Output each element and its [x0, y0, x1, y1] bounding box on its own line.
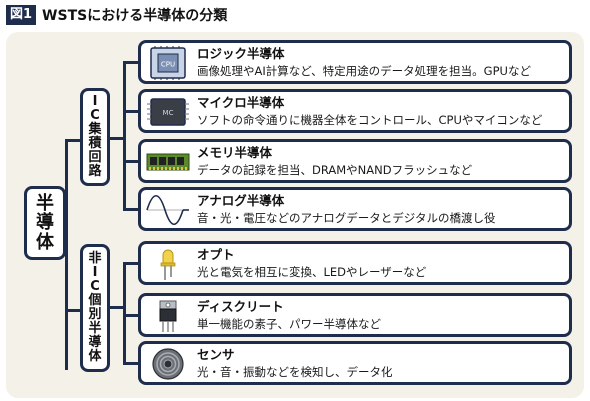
item-memory-desc: データの記録を担当、DRAMやNANDフラッシュなど — [197, 163, 473, 177]
item-sensor-desc: 光・音・振動などを検知し、データ化 — [197, 365, 393, 379]
item-opto-title: オプト — [197, 247, 235, 262]
item-micro-desc: ソフトの命令通りに機器全体をコントロール、CPUやマイコンなど — [197, 113, 543, 127]
root-semiconductor-box: 半導体 — [24, 186, 66, 260]
sensor-coil-icon — [152, 348, 184, 380]
item-discrete-desc: 単一機能の素子、パワー半導体など — [197, 317, 381, 331]
figure-title: WSTSにおける半導体の分類 — [42, 8, 228, 24]
connector-spine-to-nonic — [65, 309, 81, 312]
item-micro: MC マイクロ半導体 ソフトの命令通りに機器全体をコントロール、CPUやマイコン… — [138, 89, 572, 133]
item-opto: オプト 光と電気を相互に変換、LEDやレーザーなど — [138, 241, 572, 285]
connector-nonic-item-1 — [123, 262, 139, 265]
cpu-chip-icon: CPU — [150, 46, 186, 80]
connector-nonic-item-2 — [123, 314, 139, 317]
item-sensor-title: センサ — [197, 347, 235, 362]
item-memory-title: メモリ半導体 — [197, 145, 273, 160]
item-micro-title: マイクロ半導体 — [197, 95, 285, 110]
item-opto-desc: 光と電気を相互に変換、LEDやレーザーなど — [197, 265, 427, 279]
item-logic-desc: 画像処理やAI計算など、特定用途のデータ処理を担当。GPUなど — [197, 64, 531, 78]
led-icon — [160, 249, 176, 280]
item-analog-desc: 音・光・電圧などのアナログデータとデジタルの橋渡し役 — [197, 211, 496, 225]
transistor-icon — [159, 300, 177, 332]
connector-root-spine — [65, 139, 68, 370]
item-analog: アナログ半導体 音・光・電圧などのアナログデータとデジタルの橋渡し役 — [138, 187, 572, 231]
cpu-chip-label: CPU — [161, 61, 175, 69]
item-logic: CPU ロジック半導体 画像処理やAI計算など、特定用途のデータ処理を担当。GP… — [138, 40, 572, 84]
connector-ic-item-1 — [123, 61, 139, 64]
sine-wave-icon — [146, 194, 189, 226]
connector-nonic-item-3 — [123, 362, 139, 365]
mc-chip-label: MC — [163, 109, 174, 117]
connector-nonic-spine — [123, 262, 126, 365]
connector-ic-item-4 — [123, 208, 139, 211]
connector-ic-item-2 — [123, 110, 139, 113]
item-discrete: ディスクリート 単一機能の素子、パワー半導体など — [138, 293, 572, 337]
connector-nonic-to-spine — [110, 306, 126, 309]
item-logic-title: ロジック半導体 — [197, 46, 285, 61]
root-label: 半導体 — [36, 192, 54, 253]
figure-tag: 図1 — [6, 5, 37, 25]
item-sensor: センサ 光・音・振動などを検知し、データ化 — [138, 341, 572, 385]
connector-ic-to-spine — [110, 137, 126, 140]
figure-header: 図1 WSTSにおける半導体の分類 — [6, 4, 227, 26]
item-memory: メモリ半導体 データの記録を担当、DRAMやNANDフラッシュなど — [138, 139, 572, 183]
item-discrete-title: ディスクリート — [197, 299, 284, 314]
microcontroller-chip-icon: MC — [147, 98, 189, 126]
connector-ic-spine — [123, 61, 126, 211]
connector-ic-item-3 — [123, 160, 139, 163]
memory-module-icon — [146, 153, 190, 171]
connector-spine-to-ic — [65, 139, 81, 142]
connector-root-to-spine — [64, 223, 68, 226]
item-analog-title: アナログ半導体 — [197, 193, 285, 208]
